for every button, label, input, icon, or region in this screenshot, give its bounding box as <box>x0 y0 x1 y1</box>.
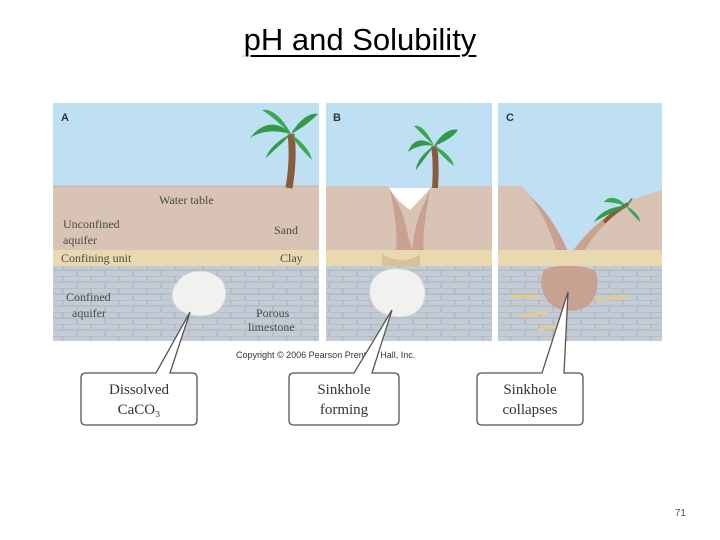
panel-a: A Water table Unconfined aquifer Sand Co… <box>53 103 319 341</box>
cavity <box>370 269 425 317</box>
callout-dissolved-line2: CaCO₃ <box>118 402 161 418</box>
copyright-text: Copyright © 2006 Pearson Prentice Hall, … <box>236 350 415 360</box>
porous-limestone-label-2: limestone <box>248 320 295 334</box>
panel-letter-b: B <box>333 112 341 124</box>
clay-label: Clay <box>280 251 303 265</box>
clay-layer <box>498 250 662 266</box>
panel-letter-c: C <box>506 112 514 124</box>
water-table-label: Water table <box>159 193 214 207</box>
sand-label: Sand <box>274 223 298 237</box>
callout-collapses-line2: collapses <box>503 402 558 418</box>
callout-forming-line1: Sinkhole <box>317 382 371 398</box>
callout-collapses-line1: Sinkhole <box>503 382 557 398</box>
page-number: 71 <box>656 508 686 519</box>
callout-dissolved-line1: Dissolved <box>109 382 170 398</box>
confined-aquifer-label-2: aquifer <box>72 306 106 320</box>
unconfined-aquifer-label-2: aquifer <box>63 233 97 247</box>
unconfined-aquifer-label-1: Unconfined <box>63 217 120 231</box>
panel-letter-a: A <box>61 112 69 124</box>
porous-limestone-label-1: Porous <box>256 306 290 320</box>
callout-forming-line2: forming <box>320 402 369 418</box>
panel-c: C <box>498 103 662 341</box>
confined-aquifer-label-1: Confined <box>66 290 111 304</box>
confining-unit-label: Confining unit <box>61 251 132 265</box>
panel-b: B <box>326 103 492 341</box>
sky <box>326 103 492 188</box>
